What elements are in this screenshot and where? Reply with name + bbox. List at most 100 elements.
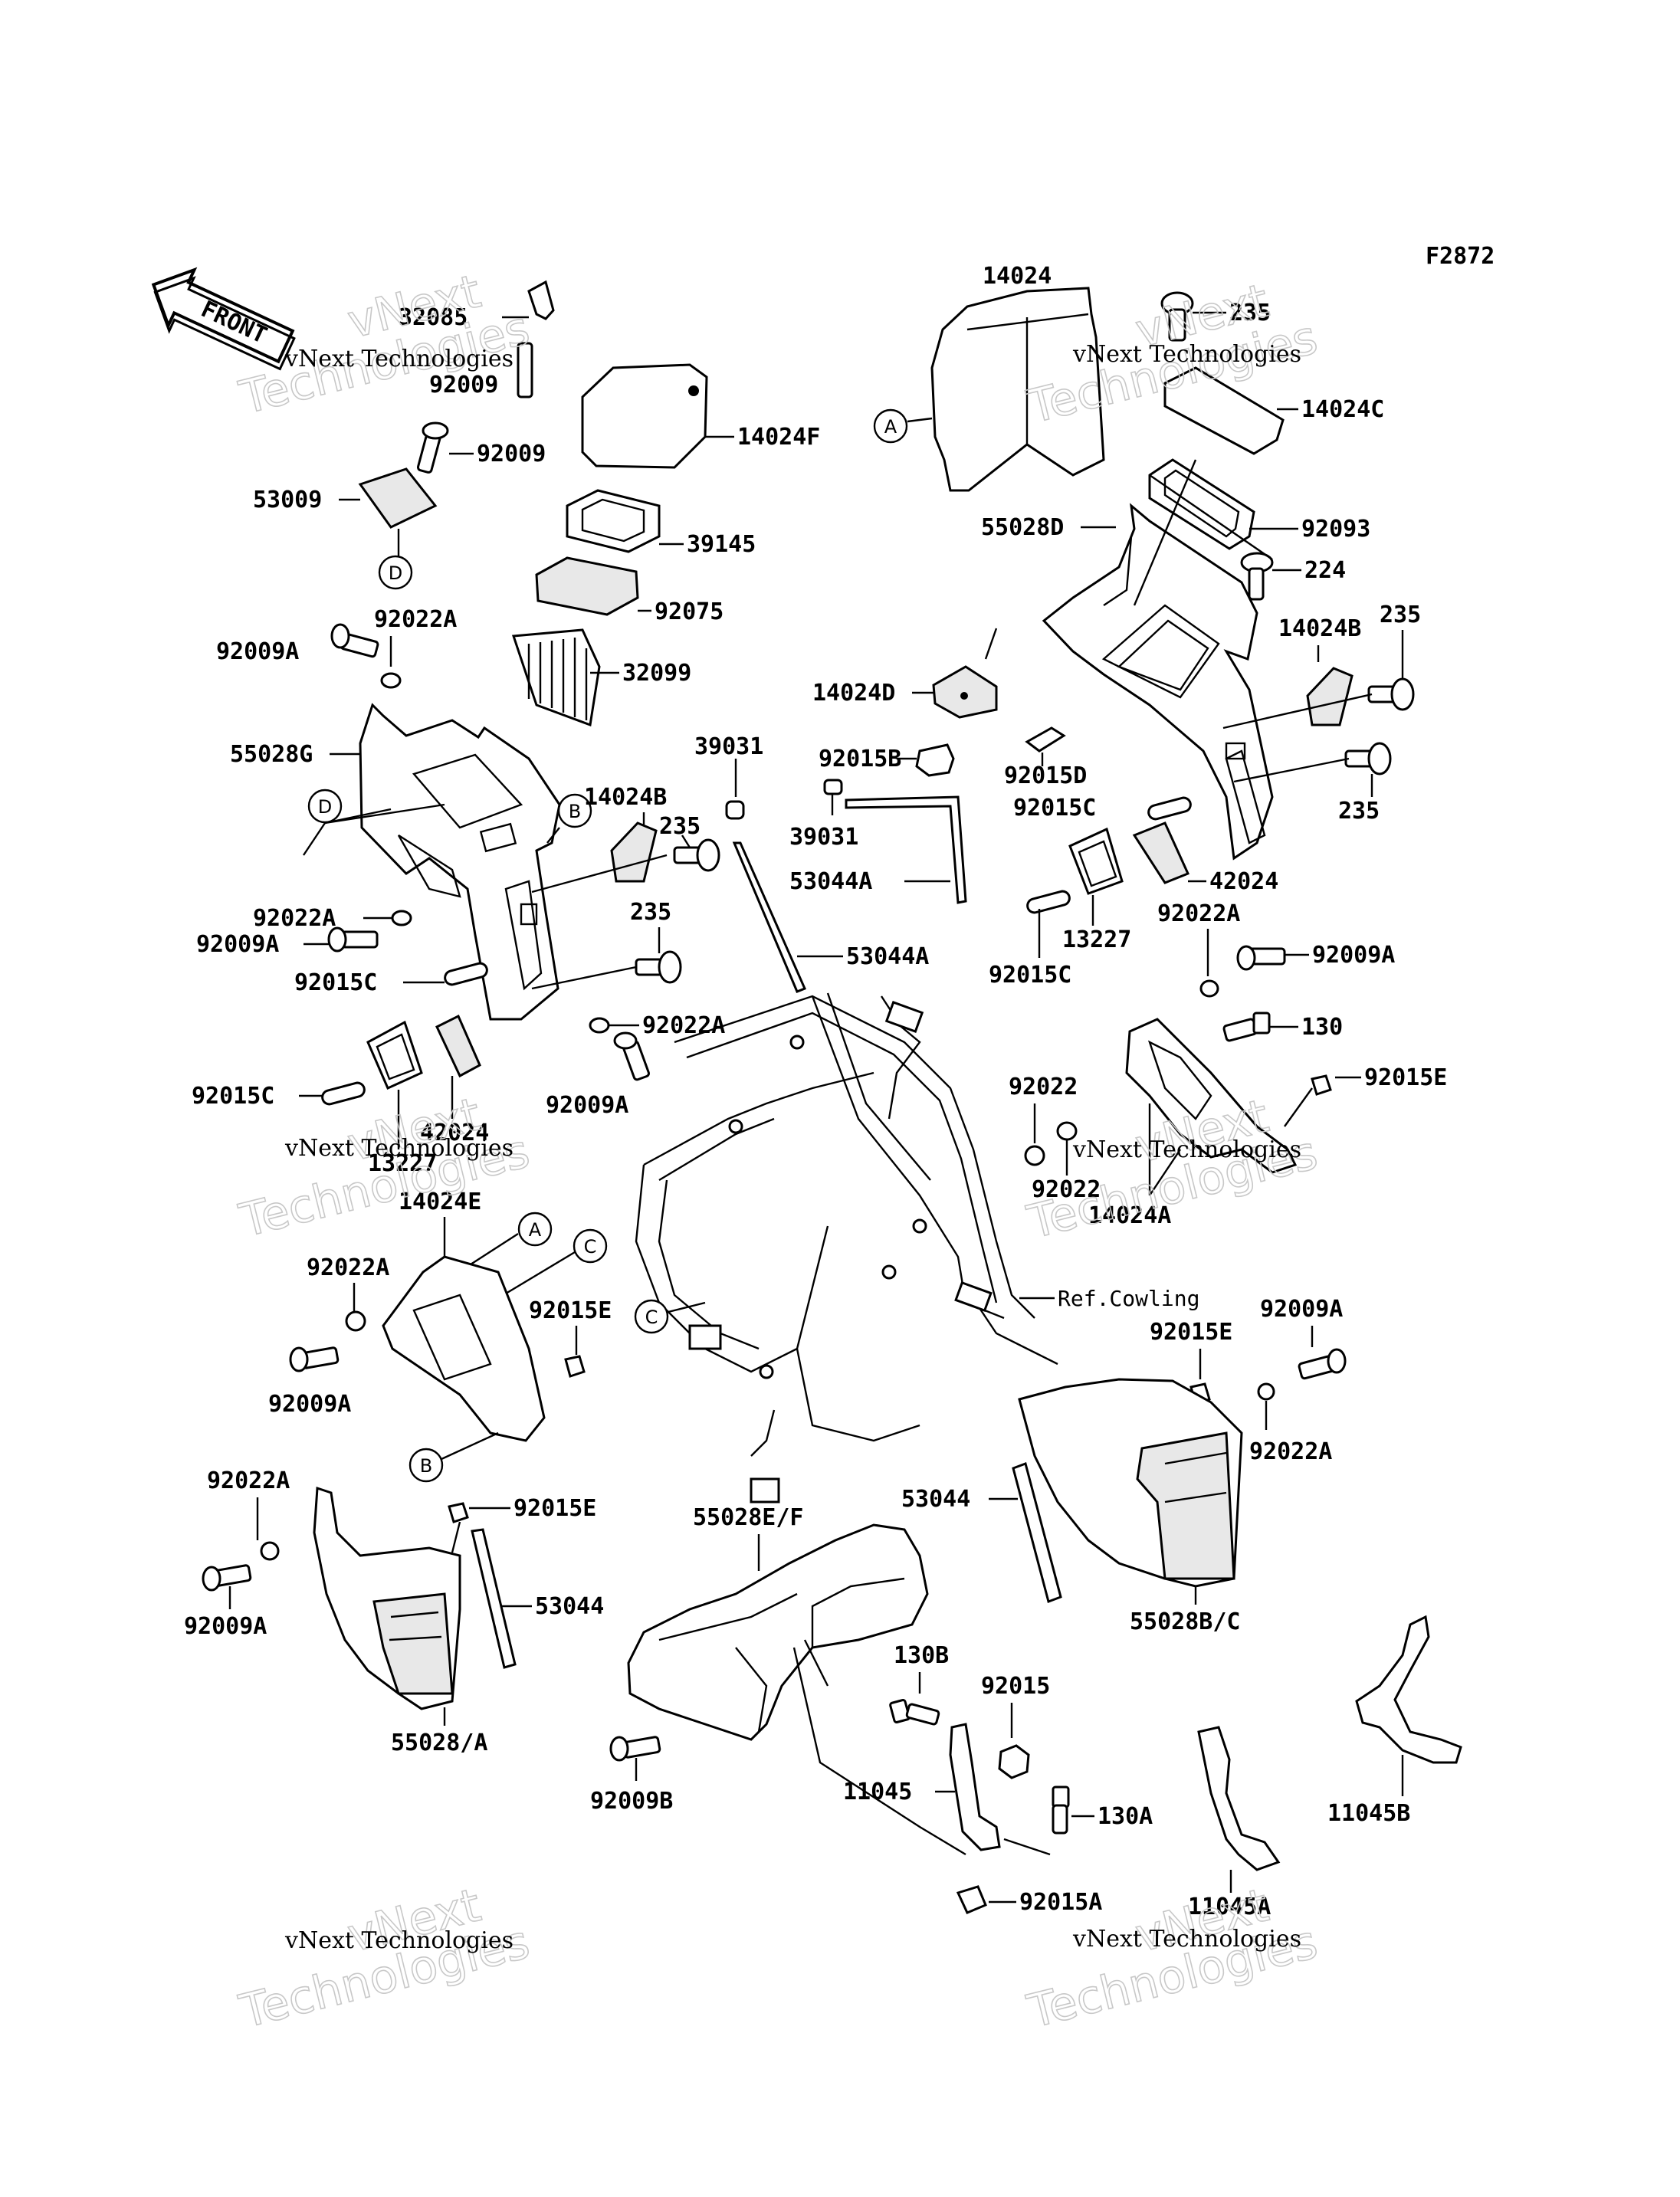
label-130A: 130A (1098, 1803, 1153, 1830)
label-92009A-ml: 92009A (196, 931, 279, 958)
part-39031-clip-a (725, 800, 745, 820)
label-92015E-lb: 92015E (514, 1495, 596, 1522)
figure-code: F2872 (1426, 243, 1495, 270)
label-92009B: 92009B (590, 1788, 673, 1815)
label-92015C-ml: 92015C (294, 969, 377, 996)
part-92015C-clip-ml (444, 962, 488, 986)
label-92009A-r: 92009A (1312, 942, 1395, 969)
label-92015D: 92015D (1004, 762, 1087, 789)
part-130-bolt (1222, 1012, 1271, 1042)
part-32099-ribbed (511, 628, 601, 727)
label-235-l2: 235 (630, 899, 671, 926)
label-92022A-r: 92022A (1157, 900, 1240, 927)
part-14024C-lid (1163, 366, 1285, 455)
label-92015C-r2: 92015C (989, 962, 1071, 989)
label-13227-r: 13227 (1062, 926, 1131, 953)
label-235-l1: 235 (659, 813, 701, 840)
part-92009A-bolt-ml (327, 926, 379, 953)
label-42024-l: 42024 (420, 1120, 489, 1146)
part-92009A-bolt-ll (289, 1346, 340, 1372)
part-130A-bolt (1052, 1785, 1070, 1835)
part-235-screw-r2 (1344, 742, 1392, 776)
callout-a-top (873, 408, 908, 444)
watermark-tr-text: vNext Technologies (1072, 341, 1301, 368)
label-92022A-ml: 92022A (253, 905, 336, 932)
callout-d-lower-text: D (318, 796, 332, 818)
part-92015C-clip-l2 (321, 1081, 366, 1106)
label-92009A-lb: 92009A (184, 1613, 267, 1640)
label-32099: 32099 (622, 660, 691, 687)
label-14024: 14024 (983, 263, 1052, 290)
label-130: 130 (1301, 1014, 1343, 1041)
label-235-top: 235 (1229, 300, 1271, 326)
part-92009-bolt-upper (517, 342, 533, 398)
label-92009: 92009 (477, 441, 546, 467)
callout-a-mid-text: A (529, 1219, 542, 1241)
label-92015C-r: 92015C (1013, 795, 1096, 821)
label-92009-bolt: 92009 (429, 372, 498, 398)
label-42024-r: 42024 (1209, 868, 1278, 895)
label-53044A-a: 53044A (789, 868, 872, 895)
callout-b-lower-text: B (420, 1455, 432, 1477)
label-92022A-r2: 92022A (1249, 1438, 1332, 1465)
label-92015E-l: 92015E (529, 1297, 612, 1324)
label-92022A-frame: 92022A (642, 1012, 725, 1039)
part-92009A-bolt-lb (202, 1564, 252, 1592)
callout-b-lower (409, 1448, 444, 1483)
watermark-bl-text: vNext Technologies (284, 1927, 514, 1954)
part-11045B-bracket (1355, 1615, 1462, 1764)
callout-d-upper-text: D (389, 562, 402, 584)
part-235-screw-l2 (635, 950, 682, 984)
part-55028A-cover (313, 1486, 461, 1710)
callout-c-frame (634, 1299, 669, 1334)
part-39031-clip-b (823, 779, 843, 795)
label-92009A-vert: 92009A (546, 1092, 628, 1119)
part-92009A-bolt-r2 (1298, 1348, 1347, 1380)
part-55028D-inner-panel (1042, 503, 1274, 861)
frame-assembly (635, 992, 1058, 1503)
ref-cowling-note: Ref.Cowling (1058, 1286, 1199, 1311)
label-55028G: 55028G (230, 741, 313, 768)
label-92022A-ll: 92022A (307, 1254, 389, 1281)
part-14024B-plate-l (610, 821, 658, 883)
label-92009A-r2: 92009A (1260, 1296, 1343, 1323)
part-92015C-clip-r2 (1026, 890, 1071, 914)
callout-b-upper (557, 793, 592, 828)
watermark-ml-text: vNext Technologies (284, 1135, 514, 1162)
watermark-tl-text: vNext Technologies (284, 346, 514, 372)
part-92015E-clip-r (1311, 1074, 1332, 1096)
part-11045-bracket (949, 1723, 1001, 1851)
part-224-screw (1240, 552, 1274, 601)
label-92015E-r2: 92015E (1150, 1319, 1232, 1346)
watermark-mr-text: vNext Technologies (1072, 1136, 1301, 1163)
part-92022-washer-a (1024, 1145, 1045, 1166)
part-235-screw-top (1160, 291, 1194, 342)
label-11045B: 11045B (1327, 1800, 1410, 1827)
label-14024D: 14024D (812, 680, 895, 707)
part-92022A-washer-ml (391, 910, 412, 926)
label-53044-r: 53044 (901, 1486, 970, 1513)
callout-b-upper-text: B (569, 801, 581, 822)
part-13227-holder-l (366, 1020, 423, 1090)
part-92015A-clip (956, 1885, 987, 1914)
label-55028D: 55028D (981, 514, 1064, 541)
part-53044-strip-r (1012, 1462, 1062, 1603)
part-14024E-duct (382, 1255, 546, 1442)
part-235-screw-l1 (673, 838, 720, 872)
part-42024-cover-r (1132, 821, 1190, 884)
part-92015E-clip-l (564, 1355, 586, 1378)
part-55028BC-cover (1018, 1378, 1243, 1588)
label-92022-a: 92022 (1009, 1074, 1078, 1100)
label-92009A-ul: 92009A (216, 638, 299, 665)
label-55028BC: 55028B/C (1130, 1608, 1241, 1635)
label-130B: 130B (894, 1642, 949, 1669)
label-53044A-b: 53044A (846, 943, 929, 970)
label-92015: 92015 (981, 1673, 1050, 1700)
part-92022A-washer-r2 (1257, 1382, 1275, 1401)
label-92022A-ul: 92022A (374, 606, 457, 633)
part-55028EF-lower-cover (627, 1523, 929, 1741)
part-92022A-washer-ll (345, 1310, 366, 1332)
label-14024A: 14024A (1088, 1202, 1171, 1229)
label-235-r2: 235 (1338, 798, 1380, 825)
